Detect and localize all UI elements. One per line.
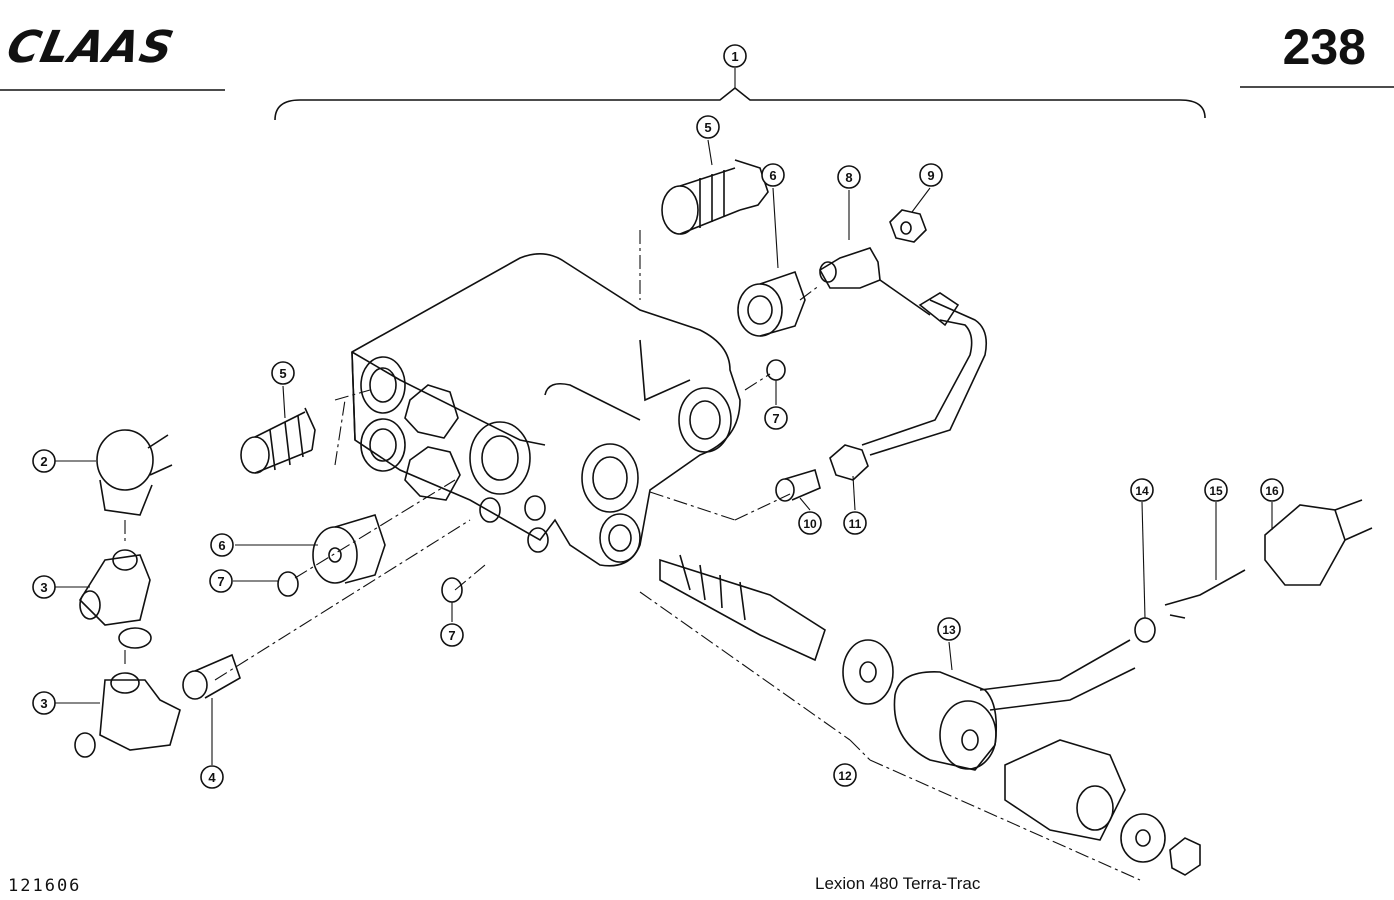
part-6-upper-plug — [737, 270, 806, 337]
part-2-elbow — [96, 429, 173, 516]
page-number: 238 — [1282, 19, 1366, 75]
part-8-tee-fitting — [818, 247, 881, 289]
part-14-grommet — [1134, 617, 1156, 643]
callout-7: 7 — [772, 411, 779, 426]
callout-13: 13 — [942, 623, 956, 637]
part-11-nut — [829, 444, 869, 481]
model-caption: Lexion 480 Terra-Trac — [815, 874, 981, 893]
callout-12: 12 — [838, 769, 852, 783]
callout-11: 11 — [849, 517, 862, 531]
callout-3: 3 — [40, 696, 47, 711]
part-12-cartridge — [659, 554, 826, 662]
callout-16: 16 — [1265, 484, 1279, 498]
part-9-nut — [889, 209, 927, 243]
callout-2: 2 — [40, 454, 47, 469]
part-4-fitting — [182, 653, 241, 700]
callout-5: 5 — [279, 366, 286, 381]
callout-15: 15 — [1209, 484, 1223, 498]
part-15-terminal — [1164, 569, 1246, 619]
callout-9: 9 — [927, 168, 934, 183]
callout-4: 4 — [208, 770, 216, 785]
part-5-left-fitting — [240, 407, 316, 474]
callout-1: 1 — [731, 49, 738, 64]
document-number: 121606 — [8, 876, 82, 896]
part-13-coil — [842, 639, 1201, 876]
part-16-connector — [1264, 504, 1346, 586]
assembly-bracket — [274, 86, 1206, 121]
part-7-plug-b — [277, 571, 299, 597]
callout-8: 8 — [845, 170, 852, 185]
callout-6: 6 — [769, 168, 776, 183]
cable-assembly — [979, 499, 1373, 711]
part-3-tee-lower — [74, 672, 181, 758]
callout-7: 7 — [448, 628, 455, 643]
part-3-tee-upper — [78, 549, 152, 649]
part-7-plug-c — [441, 577, 463, 603]
part-7-plug-a — [766, 359, 786, 381]
part-6-lower-plug — [312, 514, 386, 584]
callout-14: 14 — [1135, 484, 1149, 498]
callout-7: 7 — [217, 574, 224, 589]
valve-block — [351, 253, 741, 567]
callout-5: 5 — [704, 120, 711, 135]
pipe-line — [861, 279, 988, 456]
callout-6: 6 — [218, 538, 225, 553]
part-5-upper-fitting — [661, 159, 769, 235]
callout-10: 10 — [803, 517, 817, 531]
part-10-fitting — [775, 468, 821, 502]
callout-3: 3 — [40, 580, 47, 595]
